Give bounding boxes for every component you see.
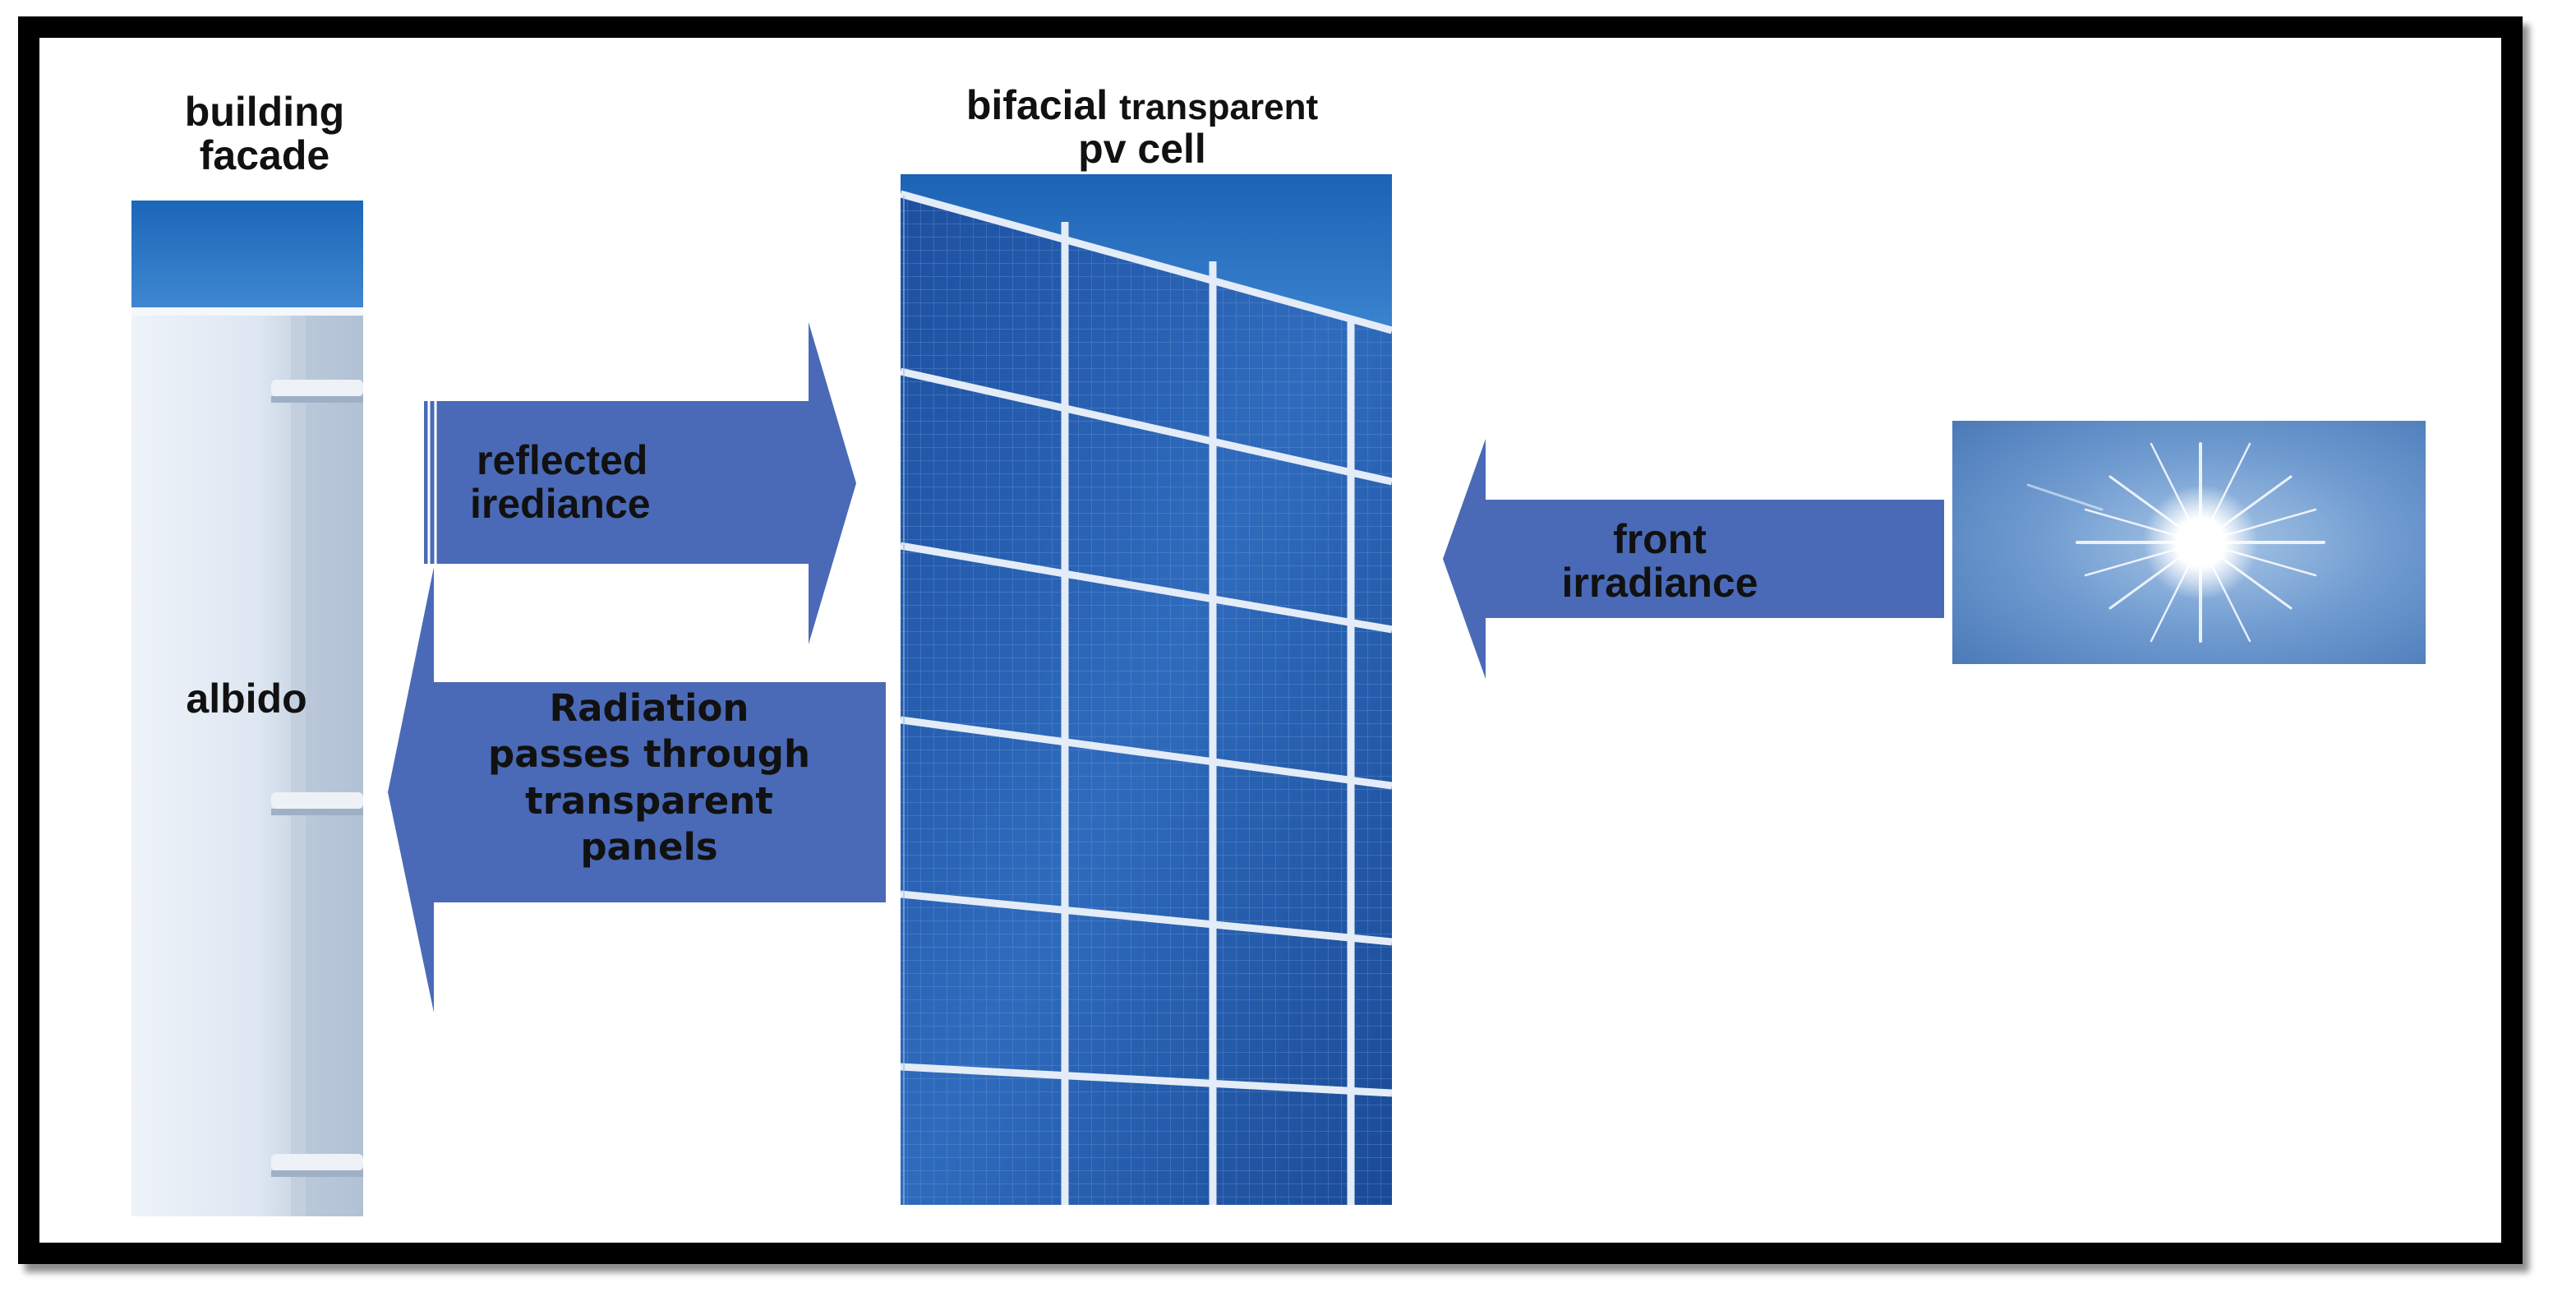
front-irradiance-arrow	[1443, 439, 1944, 679]
solar-panel-image	[901, 174, 1392, 1205]
building-facade-label: building facade	[123, 90, 406, 177]
radiation-line4: panels	[580, 824, 718, 869]
radiation-line2: passes through	[487, 732, 811, 777]
reflected-line2: irediance	[470, 480, 651, 527]
pv-cell-bifacial: bifacial	[965, 82, 1108, 128]
front-line2: irradiance	[1561, 559, 1758, 606]
building-facade-line2: facade	[199, 131, 330, 178]
reflected-irradiance-arrow	[424, 322, 856, 644]
sun-icon	[1952, 421, 2426, 664]
pv-cell-line2: pv cell	[1078, 125, 1206, 172]
building-facade-line1: building	[184, 89, 345, 135]
radiation-passes-arrow	[388, 567, 886, 1013]
pv-cell-label: bifacial transparent pv cell	[846, 84, 1438, 170]
albido-label: albido	[186, 676, 307, 722]
radiation-line3: transparent	[525, 778, 773, 823]
reflected-arrow-tail-stripes	[427, 401, 437, 564]
front-irradiance-label: front irradiance	[1487, 518, 1832, 604]
radiation-line1: Radiation	[549, 686, 749, 730]
reflected-line1: reflected	[477, 437, 648, 483]
reflected-irradiance-label: reflected irediance	[452, 439, 740, 525]
front-line1: front	[1613, 516, 1707, 562]
building-facade-image	[131, 201, 363, 1216]
radiation-passes-label: Radiation passes through transparent pan…	[444, 685, 855, 870]
pv-cell-transparent: transparent	[1119, 87, 1319, 127]
